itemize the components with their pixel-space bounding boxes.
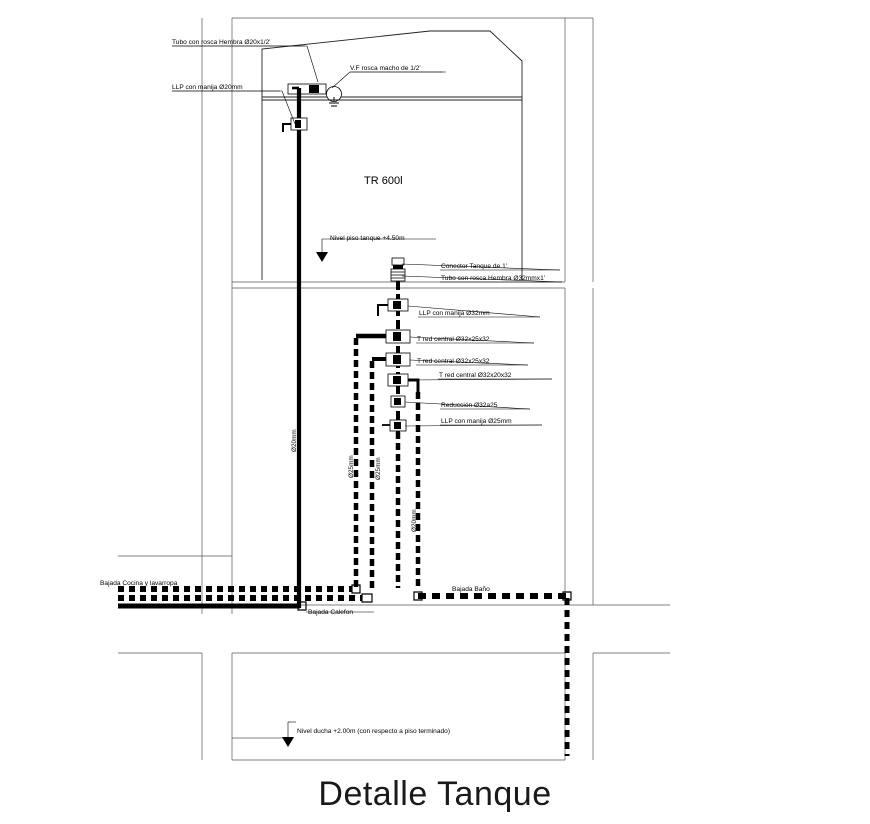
- label-t-red-central-c: T red central Ø32x20x32: [439, 372, 512, 379]
- label-tubo-rosca-hembra-20: Tubo con rosca Hembra Ø20x1/2': [172, 39, 271, 46]
- drawing-title-block: Detalle Tanque: [0, 775, 870, 814]
- drawing-title: Detalle Tanque: [318, 775, 552, 813]
- annotation-leaders: [172, 45, 563, 747]
- annotation-texts: Tubo con rosca Hembra Ø20x1/2' V.F rosca…: [100, 39, 545, 735]
- floor-distribution-lines: [118, 584, 572, 756]
- label-nivel-piso-tanque: Nivel piso tanque +4.50m: [330, 235, 405, 242]
- label-nivel-ducha: Nivel ducha +2.00m (con respecto a piso …: [297, 728, 450, 735]
- label-t-red-central-b: T red central Ø32x25x32: [417, 358, 490, 365]
- label-bajada-calefon: Bajada Calefon: [308, 609, 353, 616]
- label-conector-tanque: Conector Tanque de 1': [441, 263, 507, 270]
- reduction-32-to-25: [390, 395, 406, 408]
- label-vf-rosca-macho: V.F rosca macho de 1/2': [350, 65, 421, 72]
- tee-32x20x32: [387, 373, 420, 392]
- pipe-label-riser-20mm: Ø20mm: [291, 429, 298, 452]
- label-reduccion: Reducción Ø32a25: [441, 402, 498, 409]
- label-llp-manija-25: LLP con manija Ø25mm: [441, 418, 512, 425]
- valve-llp-32mm: [377, 298, 409, 316]
- tank-capacity-label: TR 600l: [364, 175, 403, 187]
- label-bajada-bano: Bajada Baño: [452, 586, 490, 593]
- riser-pipe-20mm: [282, 86, 308, 608]
- valve-llp-20mm: [282, 117, 308, 132]
- label-t-red-central-a: T red central Ø32x25x32: [417, 336, 490, 343]
- label-tubo-rosca-hembra-32: Tubo con rosca Hembra Ø32mmx1': [441, 275, 545, 282]
- pipe-label-riser-25mm-b: Ø25mm: [375, 457, 382, 480]
- tank-inlet-valve-group: [262, 83, 522, 107]
- label-llp-manija-20: LLP con manija Ø20mm: [172, 84, 243, 91]
- pipe-label-riser-25mm-a: Ø25mm: [348, 455, 355, 478]
- label-llp-manija-32: LLP con manija Ø32mm: [419, 310, 490, 317]
- pipe-label-riser-20mm-bath: Ø20mm: [411, 509, 418, 532]
- tee-32x25x32-lower: [372, 352, 411, 367]
- architecture-lines: [118, 17, 670, 761]
- branch-riser-25mm-a: [353, 333, 386, 588]
- label-bajada-cocina: Bajada Cocina y lavarropa: [100, 580, 178, 587]
- valve-llp-25mm: [382, 419, 407, 432]
- water-tank-outline: [261, 30, 523, 280]
- tank-outlet-manifold: [356, 257, 420, 432]
